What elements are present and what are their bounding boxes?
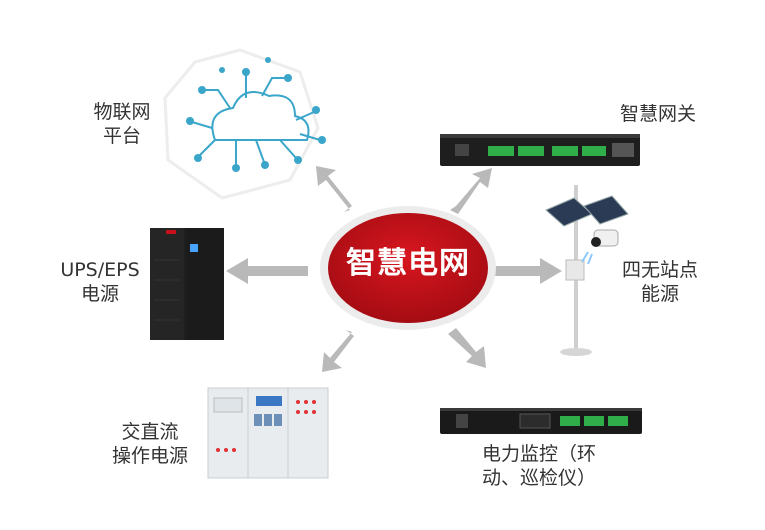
- arrow-to-ups: [226, 258, 308, 284]
- hub-label: 智慧电网: [346, 246, 470, 281]
- label-iot-line2: 平台: [102, 125, 141, 147]
- label-gateway: 智慧网关: [620, 102, 696, 126]
- label-monitor: 电力监控（环 动、巡检仪）: [482, 442, 596, 490]
- label-offgrid-line1: 四无站点: [621, 259, 698, 281]
- label-gateway-line1: 智慧网关: [620, 103, 697, 125]
- label-offgrid: 四无站点 能源: [615, 258, 705, 306]
- label-monitor-line2: 动、巡检仪）: [482, 467, 597, 489]
- label-ups: UPS/EPS 电源: [50, 258, 150, 306]
- cloud-network-icon: [163, 48, 326, 200]
- solar-pole-icon: [545, 185, 629, 356]
- label-acdc: 交直流 操作电源: [100, 420, 200, 468]
- arrow-to-offgrid: [492, 258, 562, 284]
- arrow-to-gateway: [450, 168, 492, 214]
- label-acdc-line1: 交直流: [121, 421, 179, 443]
- arrows: [226, 166, 562, 372]
- label-acdc-line2: 操作电源: [111, 445, 188, 467]
- monitor-device-icon: [440, 408, 642, 434]
- label-ups-line2: 电源: [80, 283, 119, 305]
- hub-ellipse: [328, 213, 488, 323]
- arrow-to-acdc: [322, 330, 354, 372]
- arrow-to-monitor: [448, 328, 486, 368]
- gateway-device-icon: [440, 134, 640, 166]
- label-iot-line1: 物联网: [93, 101, 151, 123]
- power-cabinet-icon: [207, 387, 329, 479]
- label-ups-line1: UPS/EPS: [60, 259, 140, 281]
- arrow-to-iot: [316, 166, 352, 212]
- label-monitor-line1: 电力监控（环: [482, 443, 597, 465]
- label-offgrid-line2: 能源: [640, 283, 679, 305]
- label-iot: 物联网 平台: [82, 100, 162, 148]
- ups-cabinet-icon: [150, 228, 224, 340]
